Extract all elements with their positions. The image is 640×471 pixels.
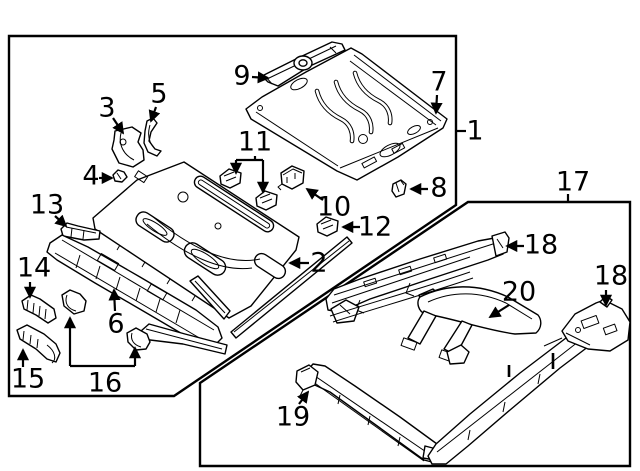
part-bracket-16-left bbox=[61, 289, 87, 315]
part-clip-8 bbox=[391, 179, 407, 198]
callout-16-label: 16 bbox=[88, 368, 122, 399]
callout-14-label: 14 bbox=[17, 253, 51, 284]
callout-18-right: 18 bbox=[594, 261, 628, 307]
callout-16: 16 bbox=[63, 316, 142, 399]
callout-8: 8 bbox=[409, 173, 448, 204]
callout-11: 11 bbox=[229, 127, 272, 194]
callout-1-label: 1 bbox=[466, 116, 483, 147]
callout-17-label: 17 bbox=[556, 167, 590, 198]
callout-20: 20 bbox=[488, 277, 536, 318]
callout-12-label: 12 bbox=[358, 212, 392, 243]
callout-18-left-label: 18 bbox=[524, 230, 558, 261]
callout-7: 7 bbox=[430, 67, 448, 115]
part-sill-strip bbox=[189, 275, 231, 320]
part-sill-assembly-6 bbox=[46, 234, 223, 348]
part-center-floor-panel-2 bbox=[92, 161, 300, 319]
callout-15: 15 bbox=[11, 348, 45, 395]
callout-9-label: 9 bbox=[233, 61, 250, 92]
part-rear-floor-panel-1 bbox=[245, 47, 448, 181]
callout-15-label: 15 bbox=[11, 364, 45, 395]
part-bracket-3 bbox=[111, 126, 145, 168]
part-connector-10 bbox=[277, 165, 305, 191]
callout-12: 12 bbox=[341, 212, 392, 243]
part-clip-12 bbox=[316, 216, 339, 237]
callout-6-label: 6 bbox=[107, 309, 124, 340]
callouts: 1 2 3 4 5 6 7 8 bbox=[11, 61, 628, 433]
part-clip-4 bbox=[112, 169, 128, 183]
callout-11-label: 11 bbox=[238, 127, 272, 158]
callout-5-label: 5 bbox=[150, 79, 167, 110]
callout-3: 3 bbox=[98, 93, 125, 135]
callout-19-label: 19 bbox=[276, 402, 310, 433]
callout-2-label: 2 bbox=[310, 248, 327, 279]
callout-20-label: 20 bbox=[502, 277, 536, 308]
callout-4-label: 4 bbox=[82, 161, 99, 192]
callout-8-label: 8 bbox=[430, 173, 447, 204]
callout-18-left: 18 bbox=[505, 230, 558, 261]
part-bracket-16-right bbox=[126, 327, 151, 351]
callout-19: 19 bbox=[276, 390, 310, 433]
callout-3-label: 3 bbox=[98, 93, 115, 124]
callout-6: 6 bbox=[107, 288, 125, 340]
callout-13-label: 13 bbox=[30, 190, 64, 221]
part-pins-and-bracket bbox=[446, 344, 555, 377]
callout-5: 5 bbox=[148, 79, 168, 123]
callout-13: 13 bbox=[30, 190, 68, 228]
callout-9: 9 bbox=[233, 61, 270, 92]
part-outer-sill-strip bbox=[230, 236, 353, 339]
callout-7-label: 7 bbox=[430, 67, 447, 98]
callout-17: 17 bbox=[556, 167, 590, 202]
callout-14: 14 bbox=[17, 253, 51, 299]
callout-18-right-label: 18 bbox=[594, 261, 628, 292]
part-crossmember-20 bbox=[400, 286, 542, 363]
callout-1: 1 bbox=[457, 116, 484, 147]
callout-10-label: 10 bbox=[317, 192, 351, 223]
callout-10: 10 bbox=[305, 187, 351, 223]
callout-2: 2 bbox=[288, 248, 328, 279]
part-bracket-15 bbox=[16, 324, 61, 364]
part-rail-18-left bbox=[325, 231, 510, 314]
callout-4: 4 bbox=[82, 161, 114, 192]
